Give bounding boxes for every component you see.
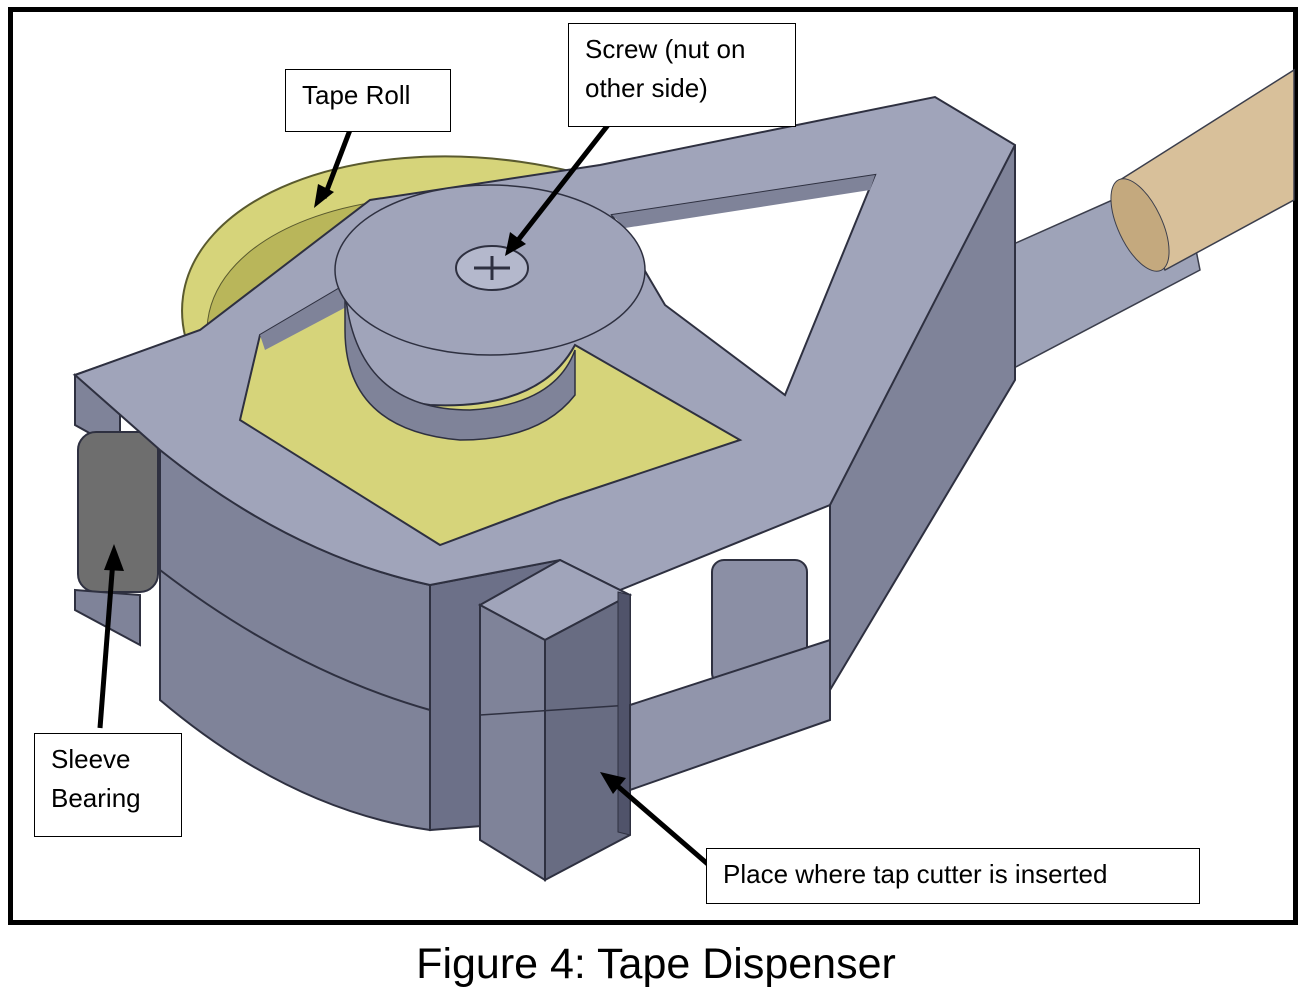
- sleeve-bearing-label: Sleeve Bearing: [34, 733, 182, 837]
- cutter-post-front: [479, 603, 546, 882]
- annotation-arrows: [97, 123, 712, 868]
- screw-label: Screw (nut on other side): [568, 23, 796, 127]
- sleeve-bearing-part: [77, 431, 159, 593]
- lower-bar: [629, 638, 831, 792]
- handle-joint: [1110, 178, 1170, 272]
- frame-right-face: [829, 144, 1016, 694]
- dispenser-body: [72, 95, 1017, 882]
- arrow-sleeve-bearing: [97, 559, 116, 729]
- cutter-post-side: [544, 593, 631, 882]
- cutter-slot-label: Place where tap cutter is inserted: [706, 848, 1200, 904]
- arrow-cutter-slot: [612, 781, 712, 868]
- cutter-slot: [617, 591, 631, 836]
- arrow-tape-roll: [321, 129, 353, 199]
- frame-window-upper: [610, 173, 877, 397]
- handle: [999, 68, 1295, 372]
- figure-caption: Figure 4: Tape Dispenser: [416, 940, 896, 988]
- arrow-screw: [513, 123, 610, 246]
- tape-roll-label: Tape Roll: [285, 69, 451, 132]
